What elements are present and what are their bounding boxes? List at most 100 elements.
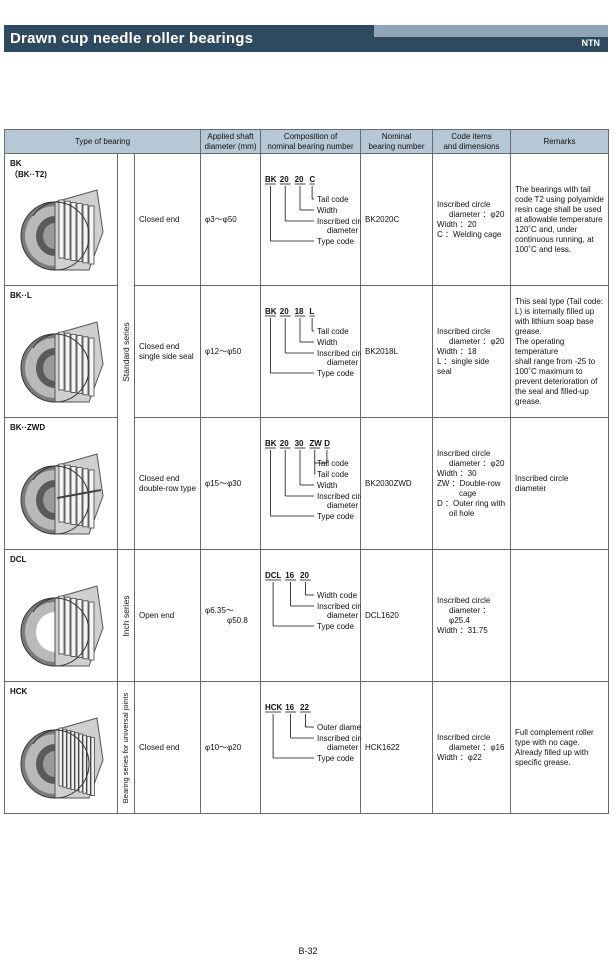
code-segment: 16 [285,703,294,712]
end-type: Open end [133,549,202,682]
code-label: diameter code [327,611,361,620]
code-segment: BK [265,175,277,184]
code-label: Type code [317,754,354,763]
code-segment: 16 [285,571,294,580]
code-label: diameter [327,358,358,367]
code-segment: 20 [280,175,289,184]
brand-logo: NTN [581,38,601,48]
code-label: Tail code [317,470,349,479]
remarks [510,549,610,682]
code-label: Width [317,206,337,215]
nominal-number: DCL1620 [360,549,434,682]
table-row: HCK Bearing series for universal joints … [4,681,610,814]
code-segment: D [324,439,330,448]
shaft-diameter: φ15〜φ30 [200,417,262,550]
nominal-number: BK2020C [360,153,434,286]
type-name: BK··L [10,291,32,300]
code-label: diameter [327,226,358,235]
type-name: BK （BK··T2) [10,159,47,179]
code-label: Inscribed circle [317,492,361,501]
code-segment: C [309,175,315,184]
end-type: Closed end [133,153,202,286]
nominal-number: HCK1622 [360,681,434,814]
bearing-image [20,321,104,403]
code-segment: BK [265,439,277,448]
code-segment: 20 [300,571,309,580]
bearing-image [20,585,104,667]
code-label: Type code [317,622,354,631]
table-row: DCL Inch series Open end φ6.35〜φ50.8 DCL… [4,549,610,682]
code-label: Type code [317,369,354,378]
code-items: Inscribed circle diameter ：φ20 Width ：30… [432,417,512,550]
code-segment: 30 [295,439,304,448]
type-cell: BK··ZWD [4,417,118,550]
type-cell: BK··L [4,285,118,418]
remarks: The bearings with tail code T2 using pol… [510,153,610,286]
code-items: Inscribed circle diameter ：φ25.4 Width ：… [432,549,512,682]
page-title: Drawn cup needle roller bearings [10,30,254,47]
shaft-diameter: φ3〜φ50 [200,153,262,286]
code-label: Tail code [317,327,349,336]
code-label: Type code [317,512,354,521]
header-remarks: Remarks [510,129,610,154]
type-name: HCK [10,687,28,696]
code-label: Tail code [317,195,349,204]
type-cell: BK （BK··T2) [4,153,118,286]
code-label: Outer diameter [317,723,361,732]
code-segment: HCK [265,703,283,712]
header-type: Type of bearing [3,129,202,154]
code-items: Inscribed circle diameter ：φ20 Width ：20… [432,153,512,286]
code-label: Width code [317,591,358,600]
code-label: Inscribed circle [317,349,361,358]
code-label: diameter [327,501,358,510]
remarks: Inscribed circle diameter [510,417,610,550]
code-label: Width [317,338,337,347]
shaft-diameter: φ10〜φ20 [200,681,262,814]
code-segment: DCL [265,571,282,580]
code-segment: 22 [300,703,309,712]
shaft-diameter: φ6.35〜φ50.8 [200,549,262,682]
bearing-image [20,453,104,535]
code-items: Inscribed circle diameter ：φ20 Width ：18… [432,285,512,418]
code-label: Inscribed circle [317,602,361,611]
series-label: Bearing series for universal joints [117,681,135,814]
code-label: Width [317,481,337,490]
code-label: Tail code [317,459,349,468]
type-cell: DCL [4,549,118,682]
code-segment: L [309,307,314,316]
banner-accent [374,25,608,37]
code-segment: 18 [295,307,304,316]
code-segment: BK [265,307,277,316]
code-label: Inscribed circle [317,734,361,743]
code-label: Inscribed circle [317,217,361,226]
code-items: Inscribed circle diameter ：φ16 Width ：φ2… [432,681,512,814]
code-label: diameter [327,743,358,752]
nominal-number: BK2018L [360,285,434,418]
code-segment: ZW [309,439,322,448]
end-type: Closed end [133,681,202,814]
remarks: Full complement roller type with no cage… [510,681,610,814]
code-segment: 20 [295,175,304,184]
nominal-number: BK2030ZWD [360,417,434,550]
type-name: BK··ZWD [10,423,46,432]
code-label: Type code [317,237,354,246]
bearing-image [20,189,104,271]
